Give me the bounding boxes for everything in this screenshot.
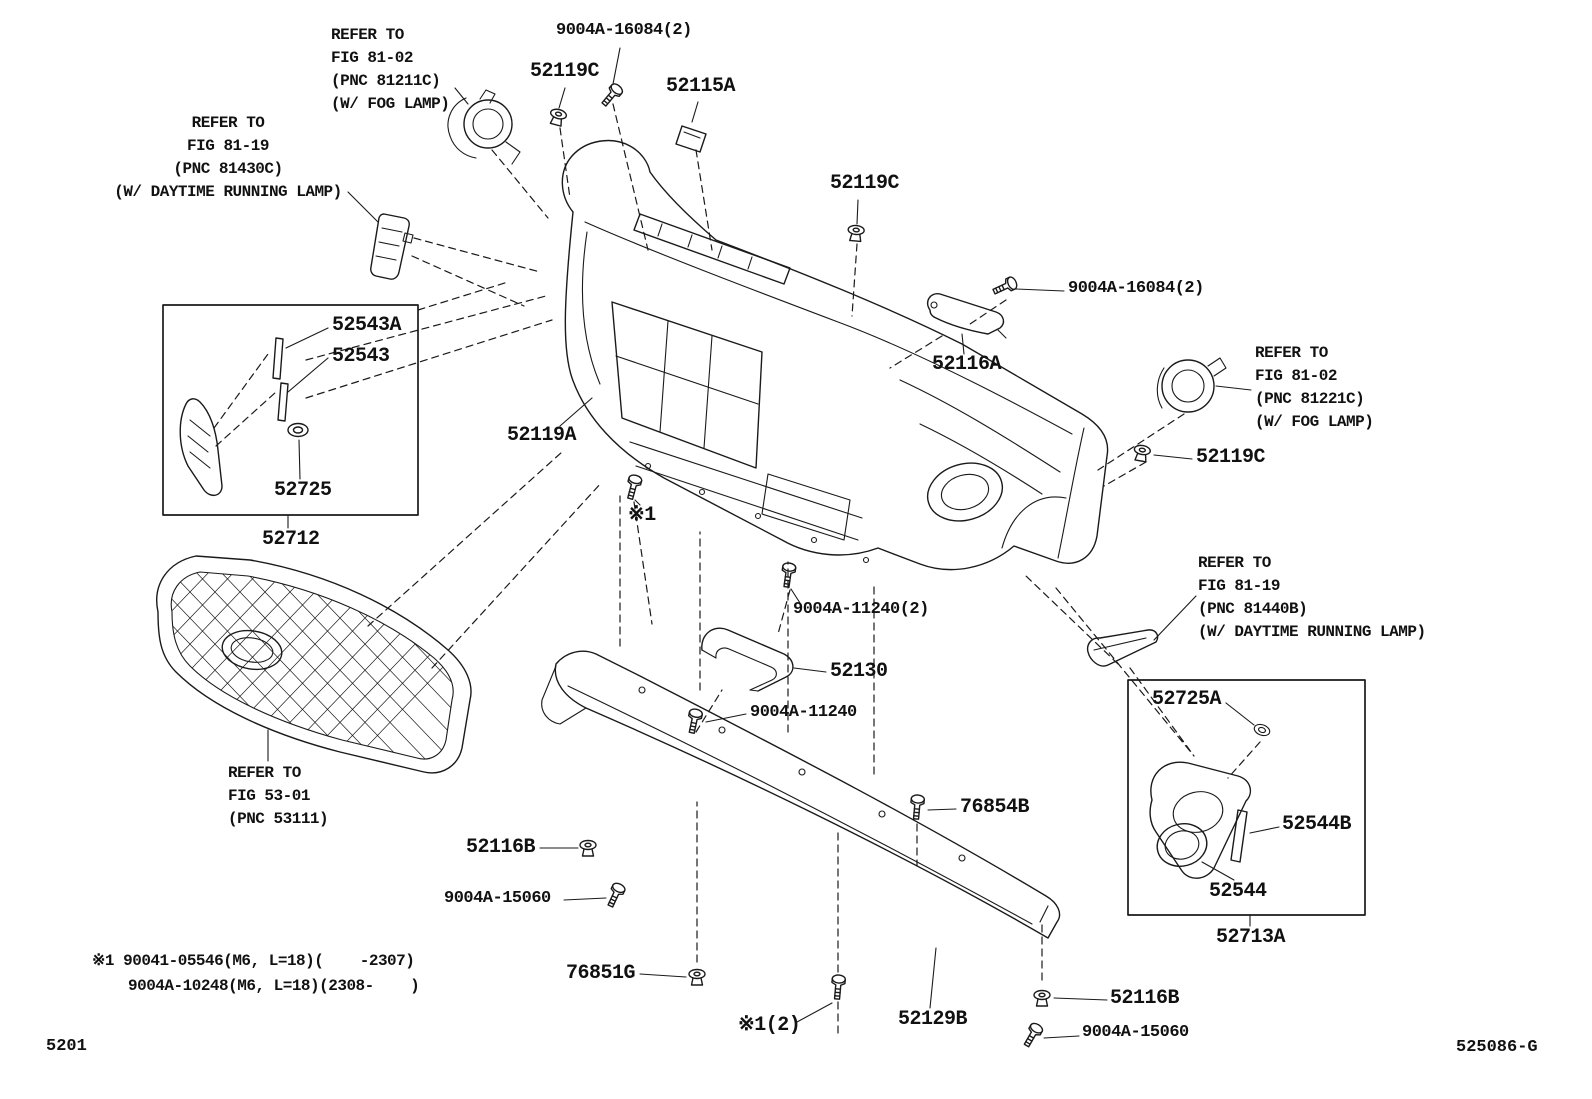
callout-52119C-top[interactable]: 52119C	[530, 60, 600, 83]
callout-52119C-right[interactable]: 52119C	[1196, 446, 1266, 469]
front-bumper-cover	[561, 139, 1109, 571]
detail-box-right	[1127, 679, 1366, 916]
detail-box-left	[162, 304, 419, 516]
callout-52119C-mid[interactable]: 52119C	[830, 172, 900, 195]
retainer-52115a	[675, 125, 707, 153]
note-drl-right: REFER TO FIG 81-19 (PNC 81440B) (W/ DAYT…	[1198, 554, 1426, 642]
callout-52544B[interactable]: 52544B	[1282, 813, 1352, 836]
fog-lamp-left	[447, 89, 521, 165]
callout-52725A[interactable]: 52725A	[1152, 688, 1222, 711]
center-support-bracket	[701, 627, 794, 692]
fog-lamp-right	[1156, 357, 1227, 413]
callout-52116A[interactable]: 52116A	[932, 353, 1002, 376]
callout-52116B-right[interactable]: 52116B	[1110, 987, 1180, 1010]
callout-76854B[interactable]: 76854B	[960, 796, 1030, 819]
callout-9004A-15060-left[interactable]: 9004A-15060	[444, 889, 551, 908]
footnote-mark-1: ※1	[628, 504, 656, 527]
strip-52544b	[1230, 809, 1248, 863]
footnote-mark-1-2: ※1(2)	[738, 1014, 801, 1037]
callout-52725[interactable]: 52725	[274, 479, 332, 502]
note-drl-left: REFER TO FIG 81-19 (PNC 81430C) (W/ DAYT…	[114, 114, 342, 202]
callout-52115A[interactable]: 52115A	[666, 75, 736, 98]
footnote-line-2: 9004A-10248(M6, L=18)(2308- )	[128, 977, 420, 995]
callout-9004A-16084-top[interactable]: 9004A-16084(2)	[556, 21, 692, 40]
callout-9004A-11240[interactable]: 9004A-11240	[750, 703, 857, 722]
note-fog-lamp-right: REFER TO FIG 81-02 (PNC 81221C) (W/ FOG …	[1255, 344, 1374, 432]
callout-52119A[interactable]: 52119A	[507, 424, 577, 447]
callout-52130[interactable]: 52130	[830, 660, 888, 683]
radiator-grille	[156, 555, 472, 774]
callout-52544[interactable]: 52544	[1209, 880, 1267, 903]
callout-9004A-15060-right[interactable]: 9004A-15060	[1082, 1023, 1189, 1042]
pad-52543a	[272, 337, 284, 380]
callout-9004A-11240-2[interactable]: 9004A-11240(2)	[793, 600, 929, 619]
assembly-dashed-lines	[213, 103, 1261, 1037]
note-grille: REFER TO FIG 53-01 (PNC 53111)	[228, 764, 329, 829]
brand-emblem	[221, 629, 283, 671]
callout-52712[interactable]: 52712	[262, 528, 320, 551]
fog-ring-52544	[1156, 823, 1208, 867]
callout-52713A[interactable]: 52713A	[1216, 926, 1286, 949]
front-spoiler	[541, 650, 1061, 939]
figure-code: 525086-G	[1456, 1038, 1538, 1057]
callout-52129B[interactable]: 52129B	[898, 1008, 968, 1031]
callout-76851G[interactable]: 76851G	[566, 962, 636, 985]
grille-mesh	[171, 572, 454, 760]
bumper-stay-52116a	[926, 293, 1007, 339]
bumper-upper-retainer	[633, 213, 791, 285]
drl-lamp-right	[1086, 629, 1159, 667]
drl-bracket-left	[370, 213, 414, 280]
callout-52116B-left[interactable]: 52116B	[466, 836, 536, 859]
callout-9004A-16084-right[interactable]: 9004A-16084(2)	[1068, 279, 1204, 298]
garnish-bracket-left	[179, 398, 223, 497]
pad-52543	[277, 382, 289, 422]
page-number: 5201	[46, 1037, 87, 1056]
callout-52543A[interactable]: 52543A	[332, 314, 402, 337]
callout-52543[interactable]: 52543	[332, 345, 390, 368]
footnote-line-1: ※1 90041-05546(M6, L=18)( -2307)	[92, 952, 415, 970]
note-fog-lamp-left: REFER TO FIG 81-02 (PNC 81211C) (W/ FOG …	[331, 26, 450, 114]
